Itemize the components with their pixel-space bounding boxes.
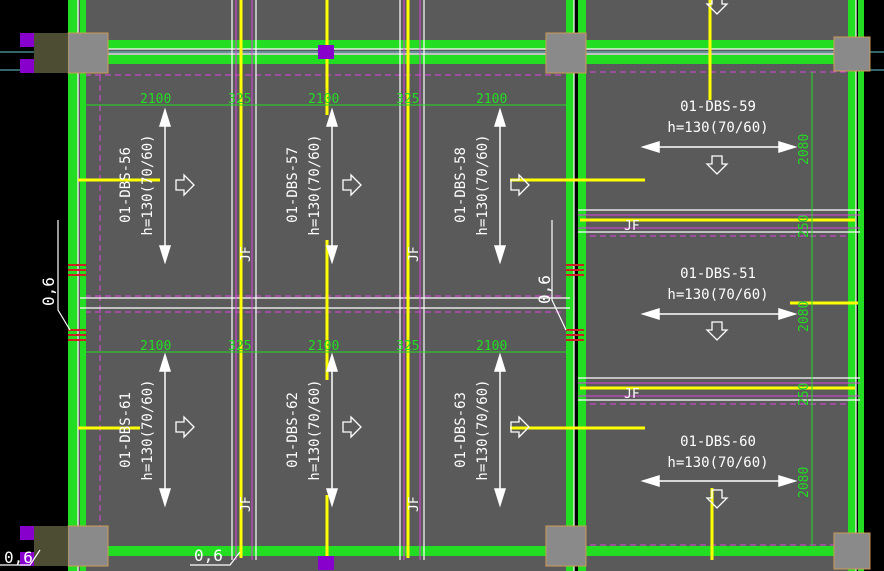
slab-label-51: 01-DBS-51 h=130(70/60)	[667, 266, 768, 303]
slab-thickness: h=130(70/60)	[140, 134, 156, 235]
dimension-label: 325	[396, 92, 419, 107]
dimensions-right: 2080 250 2080 250 2080	[797, 134, 812, 498]
slope-leaders	[0, 220, 567, 566]
slab-id: 01-DBS-57	[285, 147, 301, 223]
dimension-label: 2100	[140, 339, 171, 354]
joint-label: JF	[407, 496, 422, 512]
beam-edges	[70, 0, 860, 571]
slab-id: 01-DBS-58	[453, 147, 469, 223]
slab-id: 01-DBS-59	[680, 99, 756, 115]
slope-label: 0,6	[39, 277, 58, 306]
slab-thickness: h=130(70/60)	[307, 379, 323, 480]
slab-thickness: h=130(70/60)	[307, 134, 323, 235]
hatch-marks	[68, 264, 584, 341]
dimension-label: 325	[396, 339, 419, 354]
slab-label-63: 01-DBS-63 h=130(70/60)	[453, 379, 491, 480]
slab-label-56: 01-DBS-56 h=130(70/60)	[118, 134, 156, 235]
slab-id: 01-DBS-63	[453, 392, 469, 468]
slab-thickness: h=130(70/60)	[667, 120, 768, 136]
slab-label-57: 01-DBS-57 h=130(70/60)	[285, 134, 323, 235]
slope-labels: 0,6 0,6 0,6 0,6	[4, 275, 554, 567]
slab-thickness: h=130(70/60)	[667, 287, 768, 303]
slab-panels	[70, 0, 855, 571]
column	[545, 32, 587, 74]
dimension-label: 325	[228, 92, 251, 107]
column	[67, 32, 109, 74]
column	[833, 36, 871, 72]
dimension-label: 250	[797, 383, 812, 406]
dimension-label: 2100	[308, 92, 339, 107]
slab-thickness: h=130(70/60)	[475, 134, 491, 235]
slab-thickness: h=130(70/60)	[667, 455, 768, 471]
slab-label-60: 01-DBS-60 h=130(70/60)	[667, 434, 768, 471]
dimension-label: 2080	[797, 134, 812, 165]
column	[545, 525, 587, 567]
dimension-label: 2080	[797, 467, 812, 498]
dimension-label: 325	[228, 339, 251, 354]
dimension-label: 250	[797, 215, 812, 238]
slope-label: 0,6	[194, 546, 223, 565]
dimension-label: 2100	[476, 339, 507, 354]
slab-id: 01-DBS-56	[118, 147, 134, 223]
slab-id: 01-DBS-61	[118, 392, 134, 468]
rebars	[78, 0, 858, 565]
dimension-lines	[86, 72, 813, 545]
column	[67, 525, 109, 567]
dimension-label: 2100	[308, 339, 339, 354]
dimension-label: 2080	[797, 301, 812, 332]
joint-label: JF	[239, 246, 254, 262]
columns	[67, 32, 871, 570]
beams	[68, 0, 864, 571]
slab-id: 01-DBS-60	[680, 434, 756, 450]
slab-id: 01-DBS-51	[680, 266, 756, 282]
slab-thickness: h=130(70/60)	[475, 379, 491, 480]
joint-label: JF	[624, 219, 640, 234]
joint-label: JF	[624, 387, 640, 402]
slope-label: 0,6	[4, 548, 33, 567]
dimensions-top: 2100 325 2100 325 2100	[140, 92, 507, 107]
joint-label: JF	[407, 246, 422, 262]
joint-labels: JF JF JF JF JF JF	[239, 219, 640, 512]
load-direction-arrows	[175, 0, 729, 509]
slab-label-62: 01-DBS-62 h=130(70/60)	[285, 379, 323, 480]
markers	[20, 33, 334, 570]
joint-strips	[235, 0, 860, 560]
slab-id: 01-DBS-62	[285, 392, 301, 468]
column	[833, 532, 871, 570]
dimension-label: 2100	[140, 92, 171, 107]
dimension-label: 2100	[476, 92, 507, 107]
slab-labels: 01-DBS-56 h=130(70/60) 01-DBS-57 h=130(7…	[118, 99, 769, 481]
dimensions-mid: 2100 325 2100 325 2100	[140, 339, 507, 354]
slab-label-59: 01-DBS-59 h=130(70/60)	[667, 99, 768, 136]
span-arrows	[158, 107, 798, 508]
slab-label-58: 01-DBS-58 h=130(70/60)	[453, 134, 491, 235]
joint-label: JF	[239, 496, 254, 512]
slab-label-61: 01-DBS-61 h=130(70/60)	[118, 379, 156, 480]
slab-thickness: h=130(70/60)	[140, 379, 156, 480]
slope-label: 0,6	[535, 275, 554, 304]
